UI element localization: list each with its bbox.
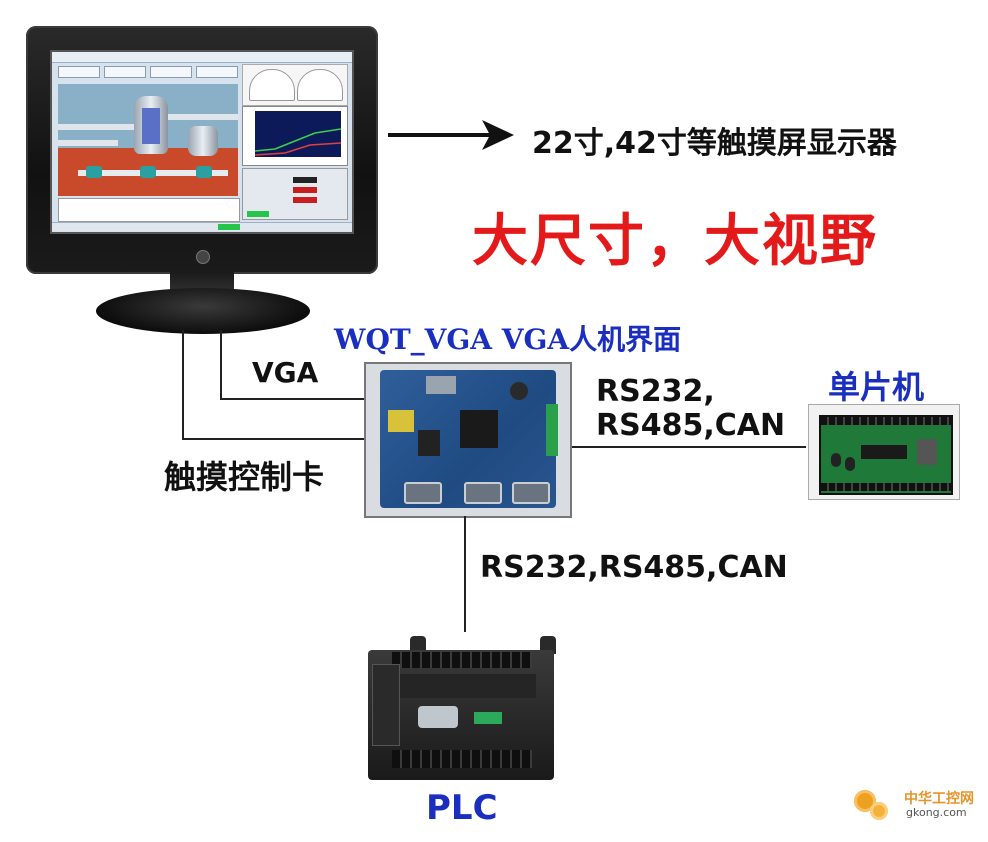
screen-trend-plot xyxy=(254,111,342,157)
screen-value xyxy=(293,197,317,203)
screen-pipe xyxy=(58,140,118,146)
screen-tank-level xyxy=(142,108,160,144)
screen-pump xyxy=(86,166,102,178)
screen-gauge xyxy=(297,69,343,101)
board-ethernet xyxy=(426,376,456,394)
board-serial-port xyxy=(512,482,550,504)
screen-gauges xyxy=(242,64,348,106)
headline: 大尺寸，大视野 xyxy=(472,209,878,274)
screen-pipe xyxy=(168,114,238,120)
mcu-chip xyxy=(861,445,907,459)
mcu-capacitor xyxy=(831,453,841,467)
plc-mount-tab xyxy=(410,636,426,654)
screen-tank xyxy=(188,126,218,156)
board-terminal xyxy=(546,404,558,456)
screen-status-bar xyxy=(52,222,352,231)
mcu-terminals xyxy=(821,483,951,491)
touch-line-vertical xyxy=(182,330,184,440)
screen-value xyxy=(293,177,317,183)
watermark-brand: 中华工控网 xyxy=(904,791,974,807)
screen-tab xyxy=(104,66,146,78)
screen-pump xyxy=(140,166,156,178)
mcu-label: 单片机 xyxy=(828,368,925,406)
plc-indicator-strip xyxy=(400,674,536,698)
power-led xyxy=(196,250,210,264)
board-battery xyxy=(510,382,528,400)
screen-value xyxy=(293,187,317,193)
screen-process-diagram xyxy=(58,84,238,196)
screen-trend-lines xyxy=(254,128,342,156)
screen-alarm-table xyxy=(58,198,240,222)
screen-trend-chart xyxy=(242,106,348,166)
mcu-connector xyxy=(917,439,937,465)
board-chip xyxy=(418,430,440,456)
monitor-caption: 22寸,42寸等触摸屏显示器 xyxy=(532,126,897,161)
screen-menu-bar xyxy=(52,52,352,63)
plc-terminal xyxy=(474,712,502,724)
mcu-link-label-2: RS485,CAN xyxy=(596,408,786,443)
screen-tab xyxy=(150,66,192,78)
vga-line-horizontal xyxy=(220,398,364,400)
plc-icon xyxy=(364,632,560,784)
screen-tab xyxy=(196,66,238,78)
mcu-link-label-1: RS232, xyxy=(596,374,715,409)
screen-pump xyxy=(196,166,212,178)
plc-link-line xyxy=(464,516,466,632)
monitor-stand xyxy=(96,288,310,334)
microcontroller-icon xyxy=(808,404,960,500)
screen-button xyxy=(218,224,240,230)
screen-value-panel xyxy=(242,168,348,220)
monitor-screen xyxy=(50,50,354,234)
screen-gauge xyxy=(249,69,295,101)
touch-card-label: 触摸控制卡 xyxy=(164,458,325,496)
plc-side-panel xyxy=(372,664,400,746)
board-transformer xyxy=(388,410,414,432)
board-vga-port xyxy=(404,482,442,504)
watermark-domain: gkong.com xyxy=(906,806,967,819)
board-serial-port xyxy=(464,482,502,504)
vga-label: VGA xyxy=(252,356,319,389)
plc-serial-port xyxy=(418,706,458,728)
screen-tabs xyxy=(58,66,262,78)
plc-label: PLC xyxy=(426,788,498,828)
screen-tab xyxy=(58,66,100,78)
plc-link-label: RS232,RS485,CAN xyxy=(480,550,788,585)
mcu-pcb xyxy=(819,415,953,495)
mcu-capacitor xyxy=(845,457,855,471)
plc-terminals xyxy=(392,750,532,768)
plc-terminals xyxy=(392,652,532,668)
mcu-link-line xyxy=(572,446,806,448)
controller-pcb xyxy=(380,370,558,508)
controller-title: WQT_VGA VGA人机界面 xyxy=(334,323,682,356)
mcu-terminals xyxy=(821,417,951,425)
touch-line-horizontal xyxy=(182,438,364,440)
gear-logo-icon xyxy=(852,786,892,826)
screen-pipe xyxy=(58,124,138,130)
board-chip xyxy=(460,410,498,448)
arrow-right-icon xyxy=(388,120,514,150)
plc-mount-tab xyxy=(540,636,556,654)
vga-line-vertical xyxy=(220,330,222,400)
controller-board-icon xyxy=(364,362,572,518)
screen-button xyxy=(247,211,269,217)
